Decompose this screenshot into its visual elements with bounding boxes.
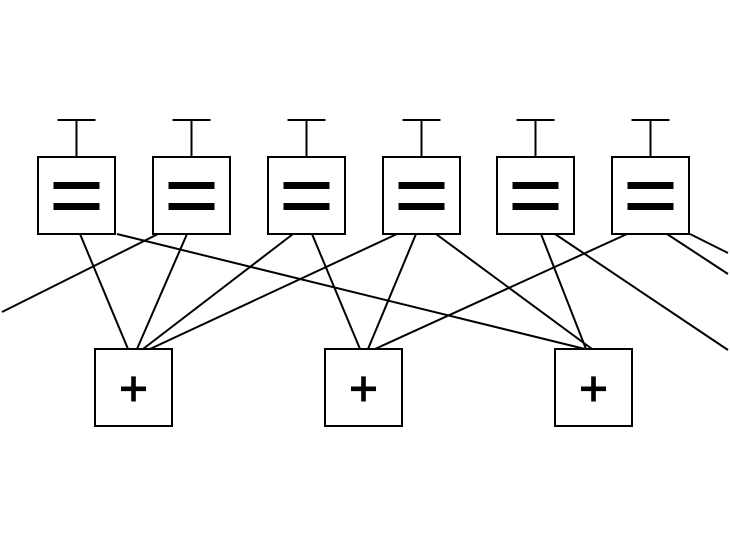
equality-symbol	[168, 182, 215, 210]
edge-v6-c2	[374, 233, 628, 350]
equality-symbol	[512, 182, 559, 210]
variable-node-v2	[152, 156, 231, 235]
check-node-c3: +	[554, 348, 633, 427]
edge-v1-c1	[79, 233, 129, 350]
equality-symbol	[283, 182, 330, 210]
plus-symbol: +	[577, 366, 611, 412]
edge-v2-c1	[136, 233, 188, 350]
check-node-c2: +	[324, 348, 403, 427]
equality-symbol	[53, 182, 100, 210]
equality-symbol	[398, 182, 445, 210]
plus-symbol: +	[117, 366, 151, 412]
half-edge-v2	[172, 119, 211, 157]
edge-v5-offscreen-right	[554, 233, 729, 351]
half-edge-v1	[57, 119, 96, 157]
equality-symbol	[627, 182, 674, 210]
variable-node-v3	[267, 156, 346, 235]
edge-v6-offscreen-right	[689, 233, 729, 254]
edge-v6-offscreen-right	[666, 233, 729, 275]
half-edge-v3	[287, 119, 326, 157]
half-edges-layer	[57, 119, 670, 157]
edge-v5-c3	[540, 233, 587, 350]
variable-node-v4	[382, 156, 461, 235]
variable-node-v5	[496, 156, 575, 235]
half-edge-v6	[631, 119, 670, 157]
check-nodes-layer: + + +	[94, 348, 633, 427]
edge-v4-c1	[149, 233, 398, 350]
variable-node-v6	[611, 156, 690, 235]
variable-node-v1	[37, 156, 116, 235]
variable-nodes-layer	[37, 156, 690, 235]
edges-layer	[1, 233, 729, 351]
edge-v1-c3	[116, 233, 586, 350]
check-node-c1: +	[94, 348, 173, 427]
half-edge-v4	[402, 119, 441, 157]
half-edge-v5	[516, 119, 555, 157]
edge-v3-c2	[311, 233, 361, 350]
edge-v4-c3	[435, 233, 593, 350]
edge-v2-offscreen-left	[1, 233, 159, 313]
edge-v3-c1	[142, 233, 294, 350]
plus-symbol: +	[347, 366, 381, 412]
edge-v4-c2	[367, 233, 417, 350]
